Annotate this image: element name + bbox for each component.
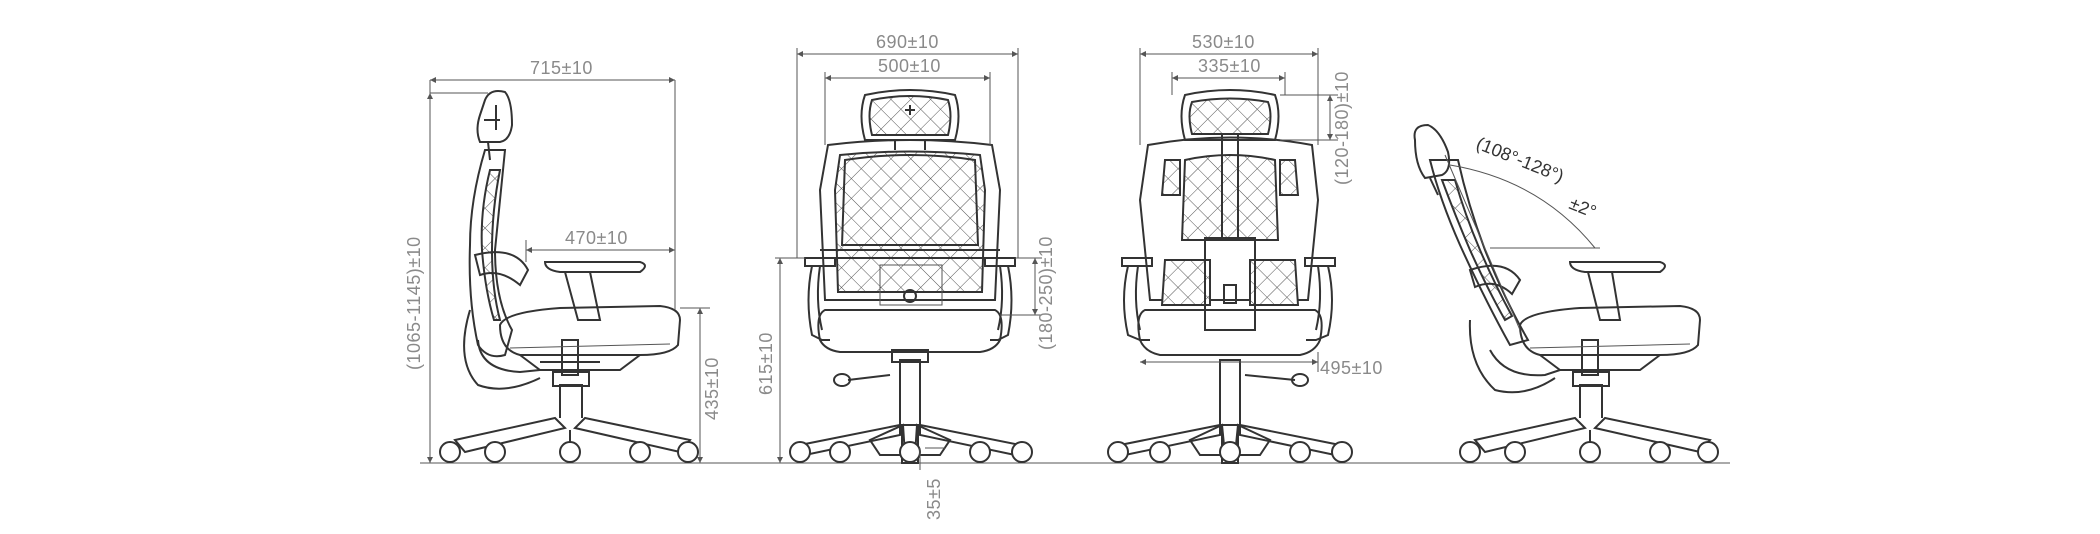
dim-side-seat-height: 435±10 <box>680 307 722 463</box>
side-view: 715±10 470±10 (1065-1145)±10 435±10 <box>404 58 722 463</box>
recline-view-headrest <box>1413 123 1451 180</box>
dim-side-seat-depth: 470±10 <box>525 228 675 262</box>
recline-view-backrest <box>1428 159 1530 347</box>
dim-side-depth: 715±10 <box>429 58 676 310</box>
dim-front-back-width-label: 500±10 <box>878 56 941 76</box>
side-wheel-2 <box>484 441 506 463</box>
recline-wheel-3 <box>1579 441 1601 463</box>
recline-view-armrest <box>1568 261 1666 273</box>
recline-wheel-1 <box>1459 441 1481 463</box>
recline-view-base <box>1459 371 1719 463</box>
front-wheel-2 <box>829 441 851 463</box>
dim-side-seat-height-label: 435±10 <box>702 357 722 420</box>
dim-front-arm-height: 615±10 <box>756 257 805 463</box>
side-view-armrest <box>543 261 646 273</box>
recline-view-seat <box>1518 304 1702 356</box>
dim-rear-headrest-adjust-label: (120-180)±10 <box>1332 71 1352 185</box>
recline-wheel-4 <box>1649 441 1671 463</box>
recline-wheel-5 <box>1697 441 1719 463</box>
side-view-headrest <box>476 90 514 143</box>
dim-side-total-height: (1065-1145)±10 <box>404 92 488 463</box>
dim-front-arm-height-label: 615±10 <box>756 332 776 395</box>
dim-recline-tolerance-label: ±2° <box>1567 193 1600 222</box>
dim-side-total-height-label: (1065-1145)±10 <box>404 236 424 370</box>
front-view: 690±10 500±10 615±10 (180-250)±10 35±5 <box>756 32 1056 520</box>
dim-front-back-width: 500±10 <box>824 56 991 145</box>
recline-view: (108°-128°) ±2° <box>1413 123 1719 463</box>
side-wheel-4 <box>629 441 651 463</box>
dim-base-offset: 35±5 <box>919 447 945 520</box>
dim-rear-headrest-adjust: (120-180)±10 <box>1280 71 1352 185</box>
rear-wheel-1 <box>1107 441 1129 463</box>
front-view-armrest-right <box>984 257 1016 267</box>
side-view-backrest <box>468 149 514 358</box>
front-wheel-3 <box>899 441 921 463</box>
dim-rear-seat-width: 495±10 <box>1140 352 1383 378</box>
rear-view-armrest-right <box>1304 257 1336 267</box>
dim-side-depth-label: 715±10 <box>530 58 593 78</box>
side-wheel-1 <box>439 441 461 463</box>
dim-front-width-label: 690±10 <box>876 32 939 52</box>
dim-rear-headrest-width: 335±10 <box>1171 56 1286 95</box>
front-wheel-4 <box>969 441 991 463</box>
front-wheel-1 <box>789 441 811 463</box>
dim-rear-seat-width-label: 495±10 <box>1320 358 1383 378</box>
dim-front-width: 690±10 <box>796 32 1019 258</box>
rear-view-armrest-left <box>1121 257 1153 267</box>
rear-wheel-5 <box>1331 441 1353 463</box>
rear-view: 530±10 335±10 (120-180)±10 495±10 <box>1107 32 1383 464</box>
rear-wheel-3 <box>1219 441 1241 463</box>
side-view-seat <box>498 304 682 356</box>
rear-view-seat <box>1137 309 1323 356</box>
rear-view-spine <box>1204 237 1256 331</box>
front-view-headrest <box>860 89 960 141</box>
rear-view-headrest <box>1180 89 1280 141</box>
dim-front-arm-adjust-label: (180-250)±10 <box>1036 236 1056 350</box>
front-view-armrest-left <box>804 257 836 267</box>
dim-side-seat-depth-label: 470±10 <box>565 228 628 248</box>
dim-recline-angle-label: (108°-128°) <box>1474 133 1567 186</box>
dim-rear-width-label: 530±10 <box>1192 32 1255 52</box>
front-view-base <box>789 423 1033 464</box>
dim-rear-headrest-width-label: 335±10 <box>1198 56 1261 76</box>
side-view-base <box>439 371 699 463</box>
front-wheel-5 <box>1011 441 1033 463</box>
dim-front-arm-adjust: (180-250)±10 <box>1000 236 1056 350</box>
recline-wheel-2 <box>1504 441 1526 463</box>
side-wheel-3 <box>559 441 581 463</box>
front-view-seat <box>817 309 1003 353</box>
dim-base-offset-label: 35±5 <box>924 478 944 520</box>
side-wheel-5 <box>677 441 699 463</box>
dim-rear-width: 530±10 <box>1139 32 1319 145</box>
rear-wheel-2 <box>1149 441 1171 463</box>
rear-view-base <box>1107 423 1353 464</box>
rear-wheel-4 <box>1289 441 1311 463</box>
